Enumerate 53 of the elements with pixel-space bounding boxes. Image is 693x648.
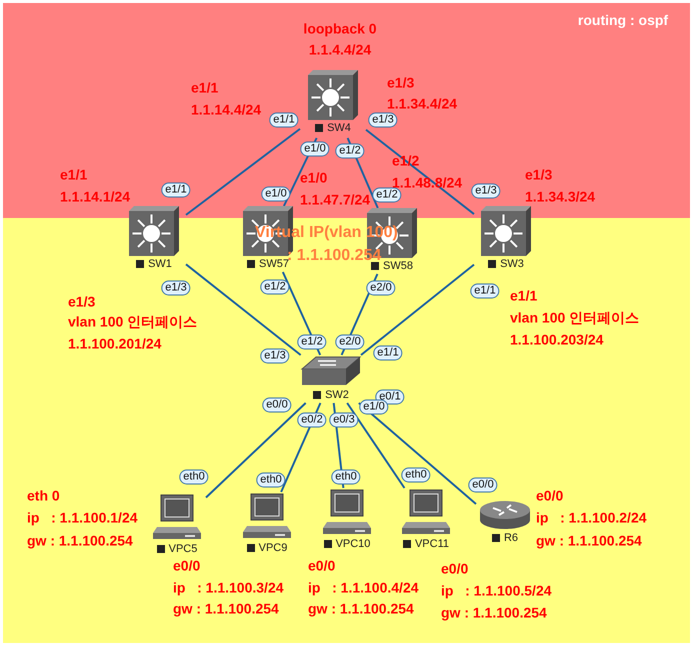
address-label: ip : 1.1.100.5/24	[441, 582, 552, 600]
device-name: SW58	[383, 260, 413, 273]
device-name: VPC9	[258, 542, 288, 555]
address-label: 1.1.100.201/24	[68, 336, 162, 352]
address-label: gw : 1.1.100.254	[441, 604, 547, 622]
virtual-ip-label: : 1.1.100.254	[287, 247, 382, 264]
link-line	[185, 128, 301, 216]
address-label: gw : 1.1.100.254	[536, 532, 642, 550]
address-label: vlan 100 인터페이스	[68, 314, 198, 330]
address-label: e0/0	[441, 560, 468, 578]
address-label: loopback 0	[303, 20, 377, 38]
link-line	[346, 402, 406, 489]
device-name: SW3	[500, 258, 524, 271]
link-line	[360, 264, 475, 356]
address-label: gw : 1.1.100.254	[308, 600, 414, 618]
address-label: 1.1.47.7/24	[300, 192, 370, 208]
address-label: e1/3	[68, 294, 96, 310]
address-label: e1/0	[300, 170, 328, 186]
device-name: SW57	[259, 258, 289, 271]
address-label: e1/1	[191, 80, 218, 96]
address-label: ip : 1.1.100.2/24	[536, 510, 647, 526]
device-name: VPC5	[168, 543, 198, 556]
device-name: R6	[504, 532, 518, 545]
address-label: e0/0	[536, 488, 564, 504]
address-label: 1.1.34.4/24	[387, 96, 458, 112]
address-label: ip : 1.1.100.3/24	[173, 580, 284, 596]
address-label: ip : 1.1.100.1/24	[27, 510, 138, 526]
address-label: e1/1	[510, 288, 538, 304]
address-label: 1.1.34.3/24	[525, 188, 596, 206]
address-label: e1/3	[525, 166, 552, 184]
address-label: vlan 100 인터페이스	[510, 310, 640, 326]
link-line	[185, 264, 302, 356]
address-label: e0/0	[173, 558, 200, 574]
address-label: gw : 1.1.100.254	[27, 532, 133, 550]
device-name: SW2	[325, 389, 349, 402]
address-label: 1.1.14.4/24	[191, 102, 262, 118]
address-label: 1.1.100.203/24	[510, 332, 604, 348]
address-label: ip : 1.1.100.4/24	[308, 580, 419, 596]
link-line	[365, 128, 475, 215]
device-name: SW4	[327, 122, 351, 135]
link-line	[358, 402, 477, 505]
device-name: SW1	[148, 258, 172, 271]
address-label: e1/1	[60, 166, 88, 184]
routing-note: routing : ospf	[578, 12, 668, 28]
address-label: eth 0	[27, 488, 60, 504]
link-line	[205, 402, 306, 498]
address-label: gw : 1.1.100.254	[173, 600, 279, 618]
address-label: e0/0	[308, 558, 336, 574]
address-label: 1.1.14.1/24	[60, 188, 130, 206]
device-name: VPC11	[414, 538, 450, 551]
address-label: 1.1.4.4/24	[308, 42, 372, 58]
address-label: e1/3	[387, 74, 414, 92]
device-name: VPC10	[336, 538, 370, 551]
